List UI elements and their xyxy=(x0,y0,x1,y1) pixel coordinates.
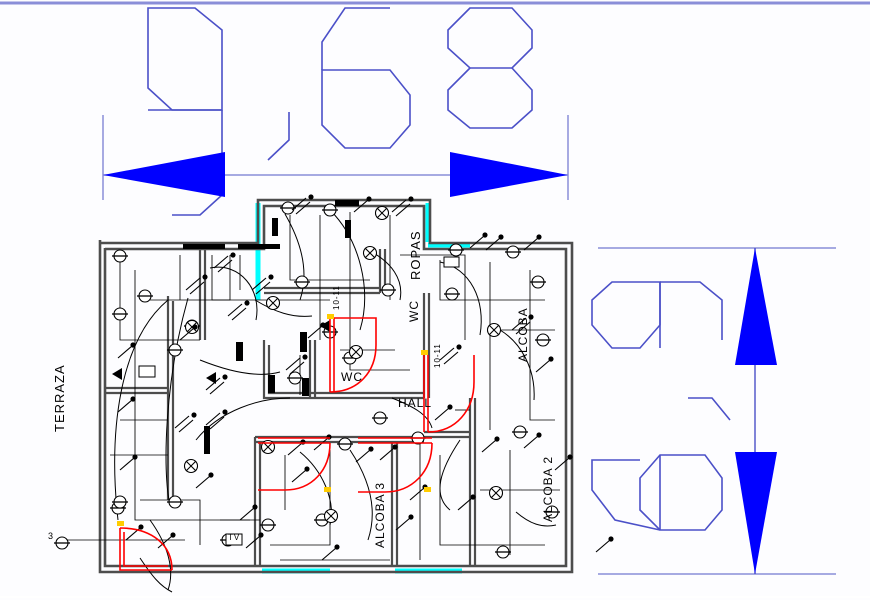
dim-arrow-right xyxy=(450,152,568,197)
digit-comma-right xyxy=(688,397,731,421)
dim-arrow-up xyxy=(735,248,777,365)
door-hinge-group xyxy=(117,314,431,526)
digit-8-top xyxy=(447,7,533,129)
digit-6-top xyxy=(321,7,411,149)
exterior-walls xyxy=(98,198,574,574)
dim-arrow-left xyxy=(103,152,225,197)
door-swing-group xyxy=(119,317,475,571)
circuit-runs xyxy=(58,212,560,561)
direction-marker-group xyxy=(112,320,330,384)
digit-9-right xyxy=(591,281,723,349)
switch-group xyxy=(117,194,614,561)
digit-comma-top xyxy=(267,112,290,161)
digit-6-right xyxy=(591,454,723,531)
dim-arrow-down xyxy=(735,452,777,574)
wall-box-group xyxy=(183,200,359,454)
conduit-curves xyxy=(114,209,557,593)
device-box-group xyxy=(138,256,460,546)
